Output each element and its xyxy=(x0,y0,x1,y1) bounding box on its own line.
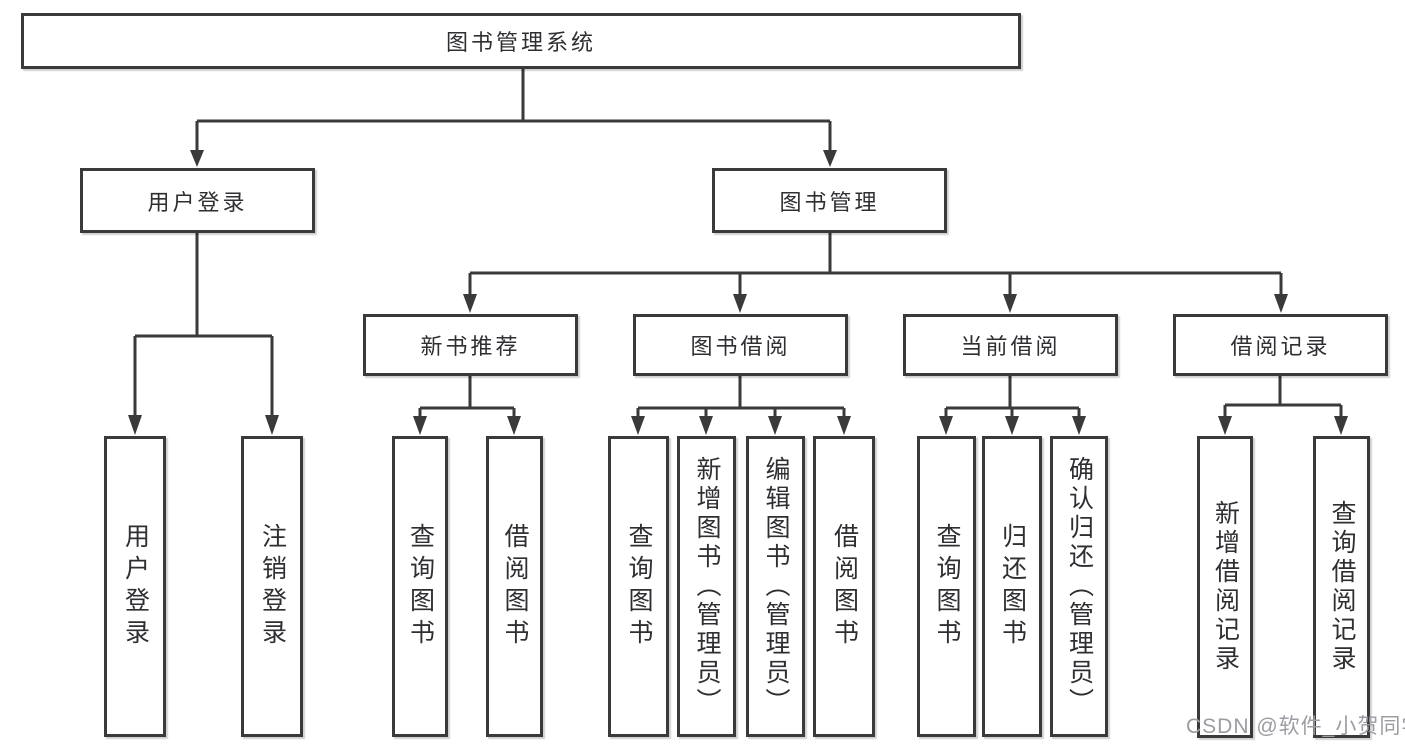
node-leaf-borrow-books: 借阅图书 xyxy=(486,436,543,737)
node-user-login: 用户登录 xyxy=(80,168,315,233)
node-label: 编辑图书（管理员） xyxy=(762,456,790,717)
node-leaf-borrow-books: 借阅图书 xyxy=(813,436,875,737)
node-label: 查询借阅记录 xyxy=(1328,500,1356,674)
node-label: 借阅图书 xyxy=(501,522,529,651)
node-label: 图书管理 xyxy=(779,189,880,215)
arrowheads xyxy=(128,150,1348,435)
node-label: 查询图书 xyxy=(406,522,435,651)
node-leaf-query-books: 查询图书 xyxy=(392,436,448,737)
node-label: 新增图书（管理员） xyxy=(693,456,721,717)
node-label: 查询图书 xyxy=(933,522,961,651)
node-label: 确认归还（管理员） xyxy=(1065,456,1094,717)
node-label: 归还图书 xyxy=(998,522,1027,651)
node-leaf-query-books: 查询图书 xyxy=(608,436,669,737)
node-label: 新增借阅记录 xyxy=(1211,500,1240,674)
node-book-borrowing: 图书借阅 xyxy=(633,314,848,376)
node-leaf-logout: 注销登录 xyxy=(241,436,303,737)
node-label: 借阅图书 xyxy=(830,522,859,651)
node-leaf-add-books-admin: 新增图书（管理员） xyxy=(677,436,736,737)
node-book-management: 图书管理 xyxy=(712,168,947,233)
node-label: 当前借阅 xyxy=(960,334,1061,359)
node-label: 借阅记录 xyxy=(1230,334,1331,359)
csdn-watermark: CSDN @软件_小贺同学 xyxy=(1186,715,1405,738)
node-label: 图书借阅 xyxy=(690,334,791,359)
node-leaf-return-books: 归还图书 xyxy=(982,436,1042,737)
node-new-book-recommendation: 新书推荐 xyxy=(363,314,578,376)
node-label: 查询图书 xyxy=(625,522,653,651)
node-label: 新书推荐 xyxy=(420,334,521,359)
node-current-borrowing: 当前借阅 xyxy=(903,314,1118,376)
node-leaf-confirm-return-admin: 确认归还（管理员） xyxy=(1050,436,1108,737)
node-label: 用户登录 xyxy=(121,522,150,651)
node-label: 用户登录 xyxy=(147,189,248,215)
node-leaf-user-login: 用户登录 xyxy=(104,436,166,737)
node-leaf-add-borrow-record: 新增借阅记录 xyxy=(1197,436,1253,738)
node-library-management-system: 图书管理系统 xyxy=(21,13,1021,69)
node-leaf-edit-books-admin: 编辑图书（管理员） xyxy=(746,436,805,737)
node-label: 图书管理系统 xyxy=(445,30,596,55)
node-borrowing-records: 借阅记录 xyxy=(1173,314,1388,376)
node-leaf-query-borrow-record: 查询借阅记录 xyxy=(1313,436,1370,738)
node-label: 注销登录 xyxy=(258,522,287,651)
node-leaf-query-books: 查询图书 xyxy=(917,436,976,737)
